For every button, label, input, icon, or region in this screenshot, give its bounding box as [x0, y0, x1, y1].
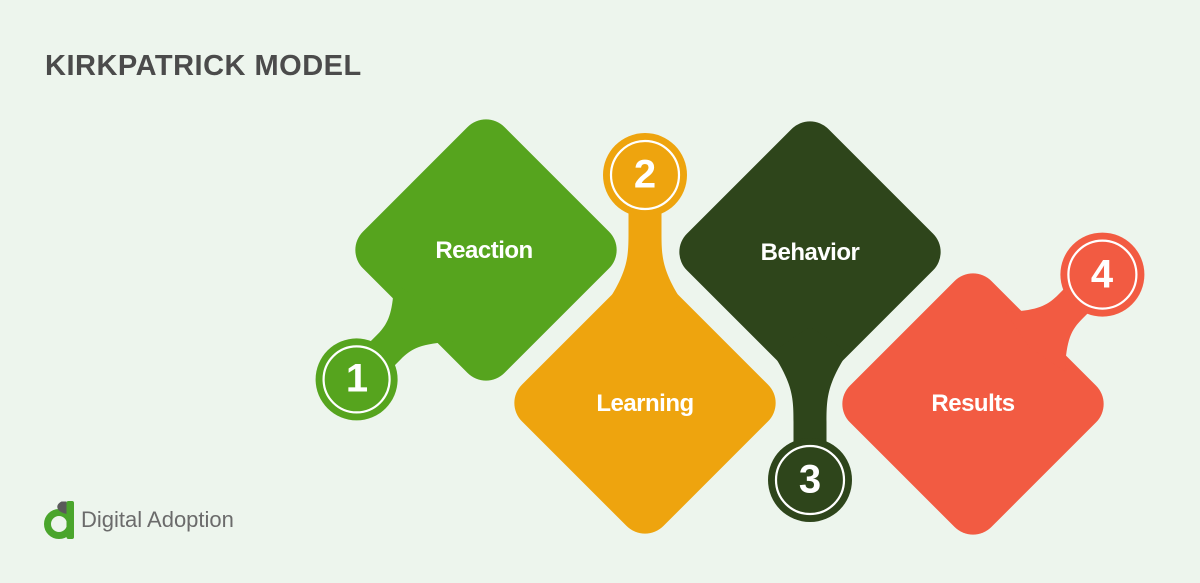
logo-leaf [57, 501, 67, 514]
step-number-4: 4 [1090, 252, 1114, 297]
step-2-diamond [514, 272, 776, 534]
step-3-neck [772, 327, 848, 457]
step-number-3: 3 [798, 457, 822, 502]
step-3-shape-behavior [679, 121, 941, 522]
brand-footer: Digital Adoption [44, 500, 234, 540]
logo-a-stem [66, 501, 74, 539]
step-1-badge-circle [315, 338, 398, 421]
digital-adoption-logo-icon [44, 501, 74, 539]
step-1-shape-reaction [315, 119, 617, 421]
step-3-badge-circle [768, 438, 852, 522]
step-3-badge-ring [774, 444, 846, 516]
page-title: KIRKPATRICK MODEL [45, 50, 362, 82]
step-3-diamond [679, 121, 941, 383]
step-label-results: Results [931, 390, 1015, 417]
step-2-badge-circle [603, 133, 687, 217]
step-4-shape-results [842, 232, 1145, 535]
step-2-shape-learning [514, 133, 776, 534]
step-number-1: 1 [345, 356, 369, 401]
step-label-behavior: Behavior [760, 239, 860, 266]
brand-name: Digital Adoption [81, 507, 234, 532]
step-2-neck [607, 198, 683, 328]
step-label-reaction: Reaction [435, 237, 533, 264]
step-1-neck [363, 282, 454, 373]
step-2-badge-ring [609, 139, 681, 211]
step-4-badge-ring [1067, 239, 1138, 310]
step-4-badge-circle [1060, 232, 1145, 317]
step-label-learning: Learning [596, 390, 694, 417]
step-1-badge-ring [322, 345, 391, 414]
step-number-2: 2 [633, 152, 657, 197]
